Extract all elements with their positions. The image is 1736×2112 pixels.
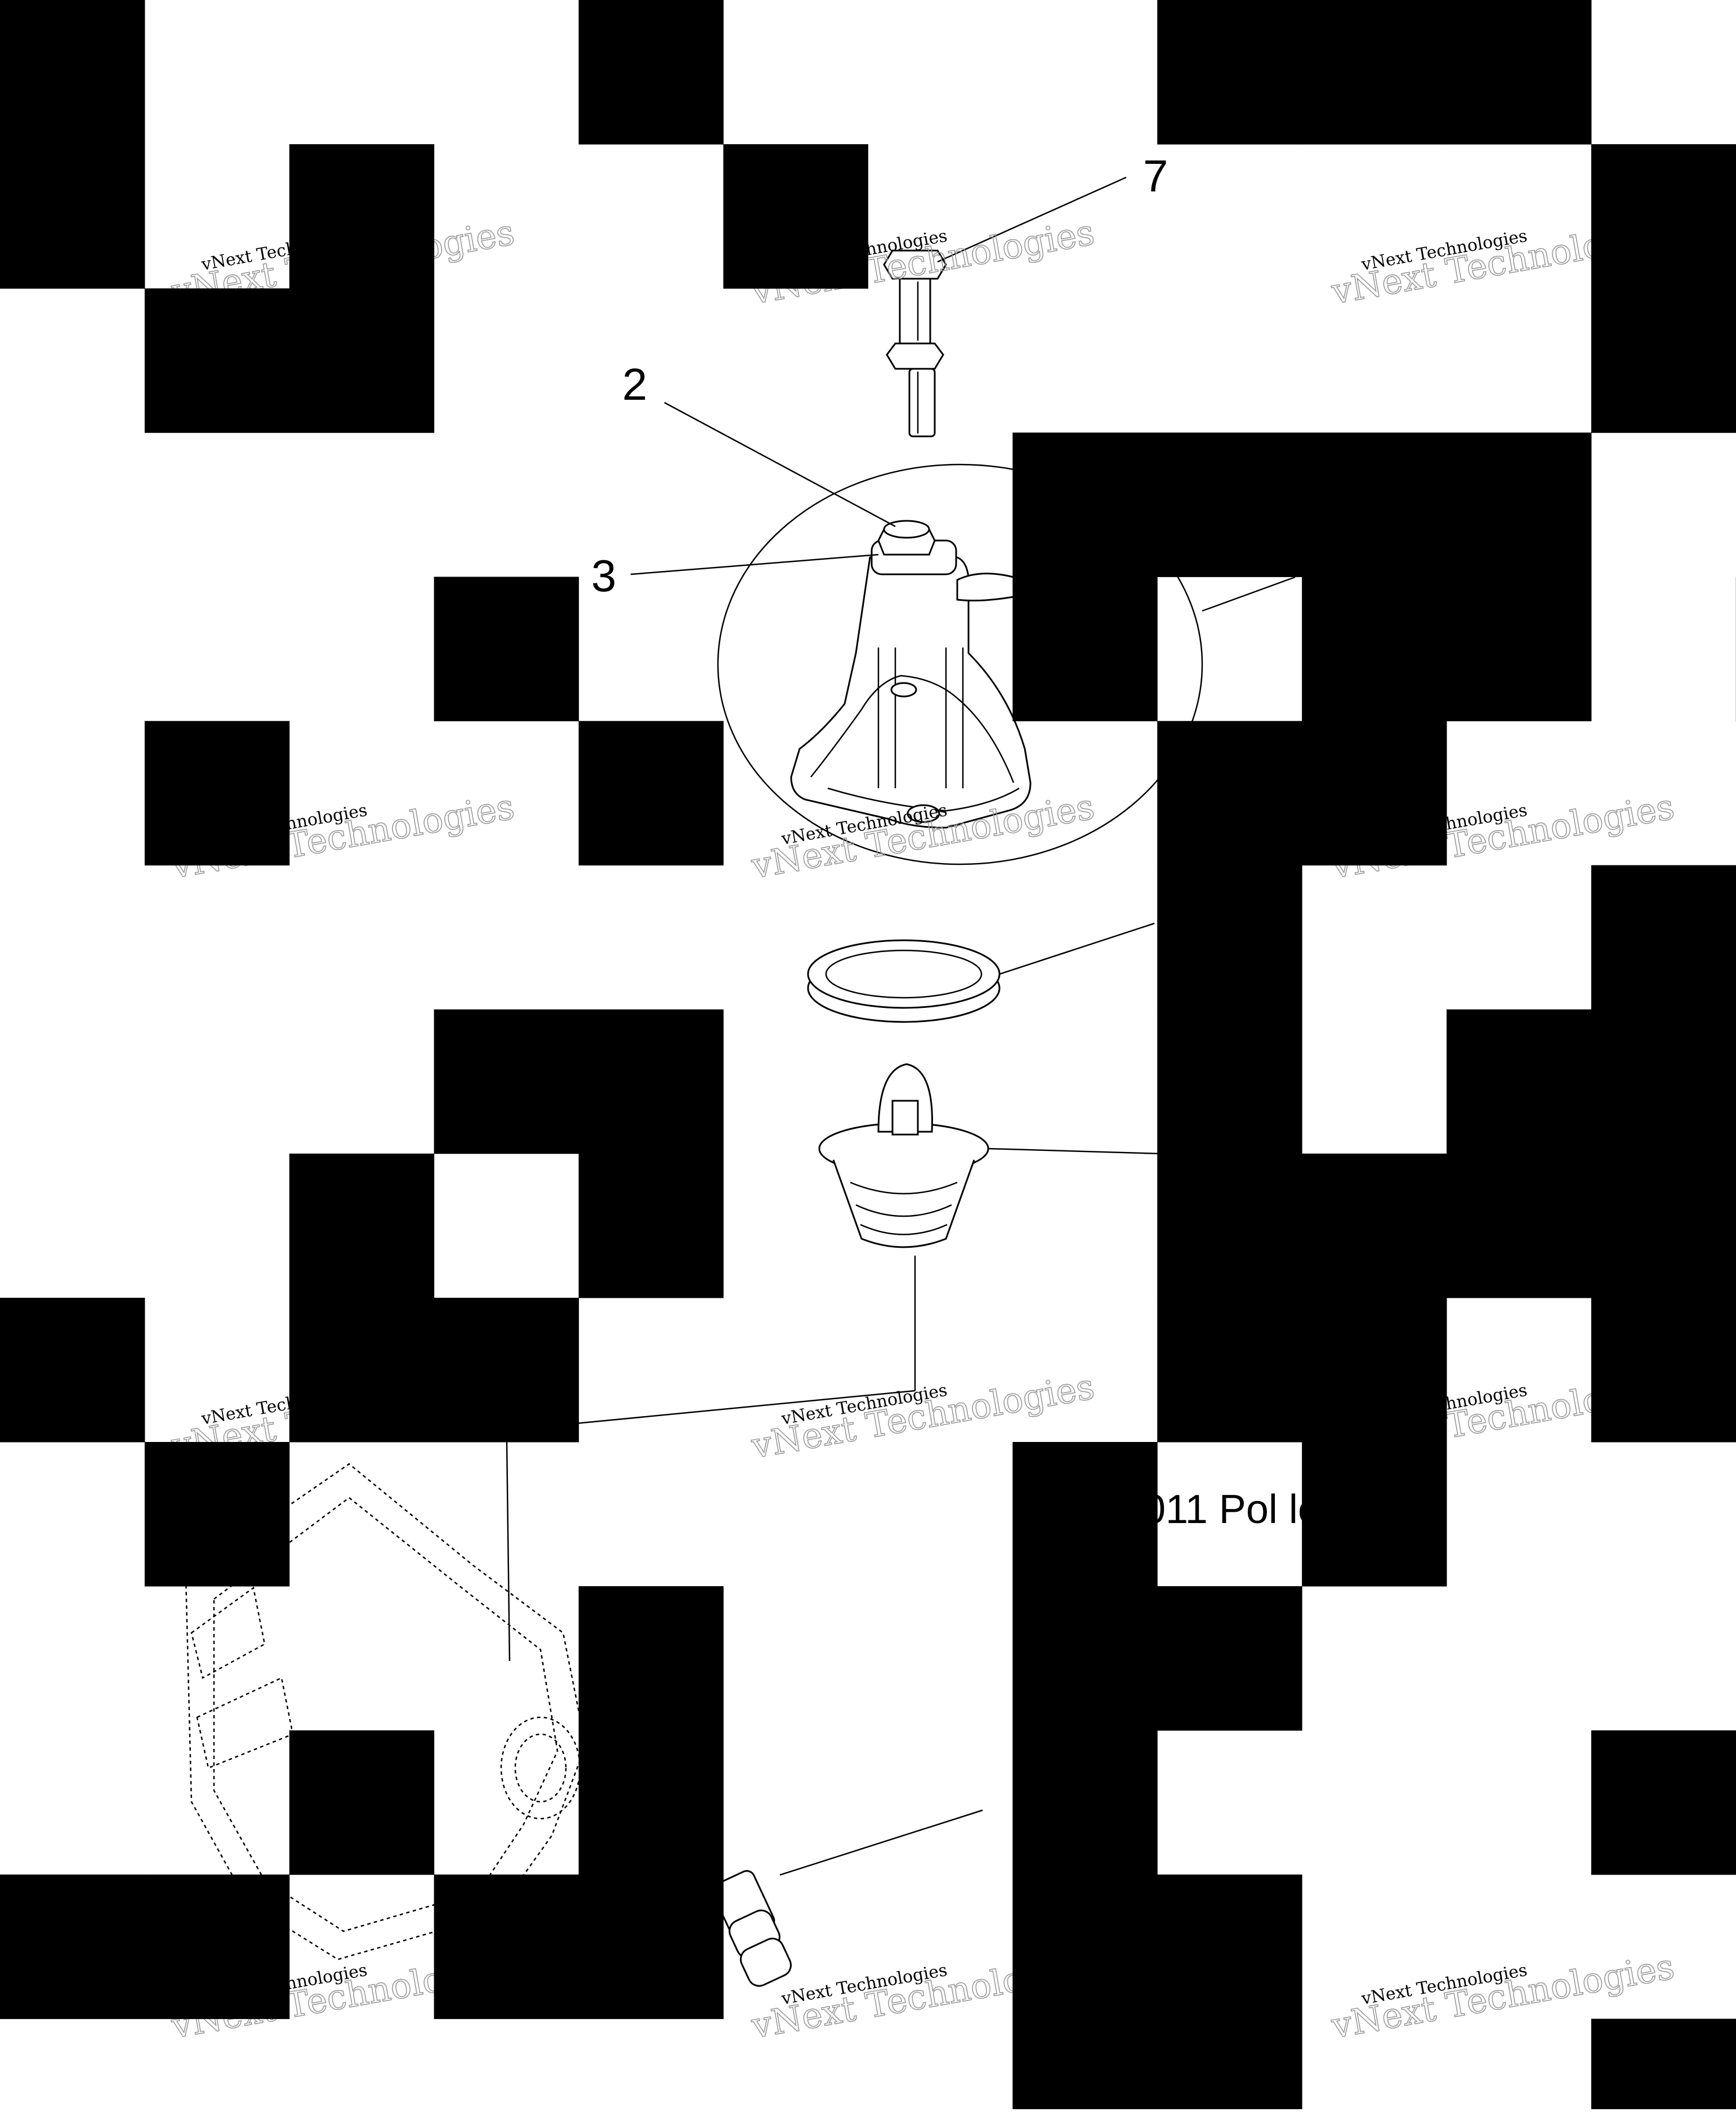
checker-block xyxy=(1012,2019,1157,2109)
checker-block xyxy=(1157,865,1302,1010)
checker-block xyxy=(724,144,868,289)
checker-block xyxy=(579,1874,724,2019)
checker-block xyxy=(0,1298,145,1443)
checker-block xyxy=(579,1730,724,1875)
checker-block xyxy=(1591,288,1736,433)
checker-block xyxy=(434,1874,579,2019)
checker-block xyxy=(1157,2019,1302,2109)
checker-block xyxy=(579,1586,724,1731)
checker-block xyxy=(145,721,289,866)
checker-block xyxy=(1447,577,1591,721)
checker-block xyxy=(1157,1010,1302,1154)
checker-block xyxy=(1591,1154,1736,1298)
checker-block xyxy=(579,1010,724,1154)
checker-block xyxy=(1302,432,1447,577)
checker-block xyxy=(289,1298,434,1443)
checker-block xyxy=(434,1298,579,1443)
checker-block xyxy=(1012,1586,1157,1731)
seal-ring-part xyxy=(808,923,1154,1022)
checker-block xyxy=(1157,1298,1302,1443)
checker-block xyxy=(1157,721,1302,866)
checker-block xyxy=(289,1154,434,1298)
checker-block xyxy=(1302,1154,1447,1298)
checker-block xyxy=(579,0,724,145)
checker-block xyxy=(1302,1298,1447,1443)
checker-block xyxy=(1447,1010,1591,1154)
checker-block xyxy=(1591,1730,1736,1875)
callout-2: 2 xyxy=(622,359,648,409)
checker-block xyxy=(289,288,434,433)
checker-block xyxy=(0,0,145,145)
checker-block xyxy=(434,1010,579,1154)
checker-block xyxy=(1157,1586,1302,1731)
checker-block xyxy=(1591,2019,1736,2109)
checker-block xyxy=(0,144,145,289)
checker-block xyxy=(1302,577,1447,721)
checker-block xyxy=(1302,0,1447,145)
checker-block xyxy=(1012,1730,1157,1875)
checker-block xyxy=(145,1442,289,1587)
checker-block xyxy=(1012,577,1157,721)
checker-block xyxy=(1591,144,1736,289)
checker-block xyxy=(1447,0,1591,145)
checker-block xyxy=(1012,1874,1157,2019)
checker-block xyxy=(579,721,724,866)
checker-block xyxy=(289,1730,434,1875)
checker-block xyxy=(1447,1154,1591,1298)
checker-block xyxy=(1157,1154,1302,1298)
checker-block xyxy=(0,1874,145,2019)
checker-block xyxy=(1591,1010,1736,1154)
checker-block xyxy=(1302,721,1447,866)
checker-block xyxy=(1157,1874,1302,2019)
checker-block xyxy=(289,144,434,289)
checker-block xyxy=(434,577,579,721)
checker-block xyxy=(1591,865,1736,1010)
checker-block xyxy=(1157,0,1302,145)
checker-block xyxy=(1012,432,1157,577)
checker-block xyxy=(579,1154,724,1298)
checker-block xyxy=(1302,1442,1447,1587)
checker-block xyxy=(1157,432,1302,577)
callout-3: 3 xyxy=(591,551,617,601)
callout-7: 7 xyxy=(1143,151,1168,201)
checker-block xyxy=(145,1874,289,2019)
checker-block xyxy=(1447,432,1591,577)
checker-block xyxy=(1012,1442,1157,1587)
checker-block xyxy=(145,288,289,433)
checker-block xyxy=(1591,1298,1736,1443)
